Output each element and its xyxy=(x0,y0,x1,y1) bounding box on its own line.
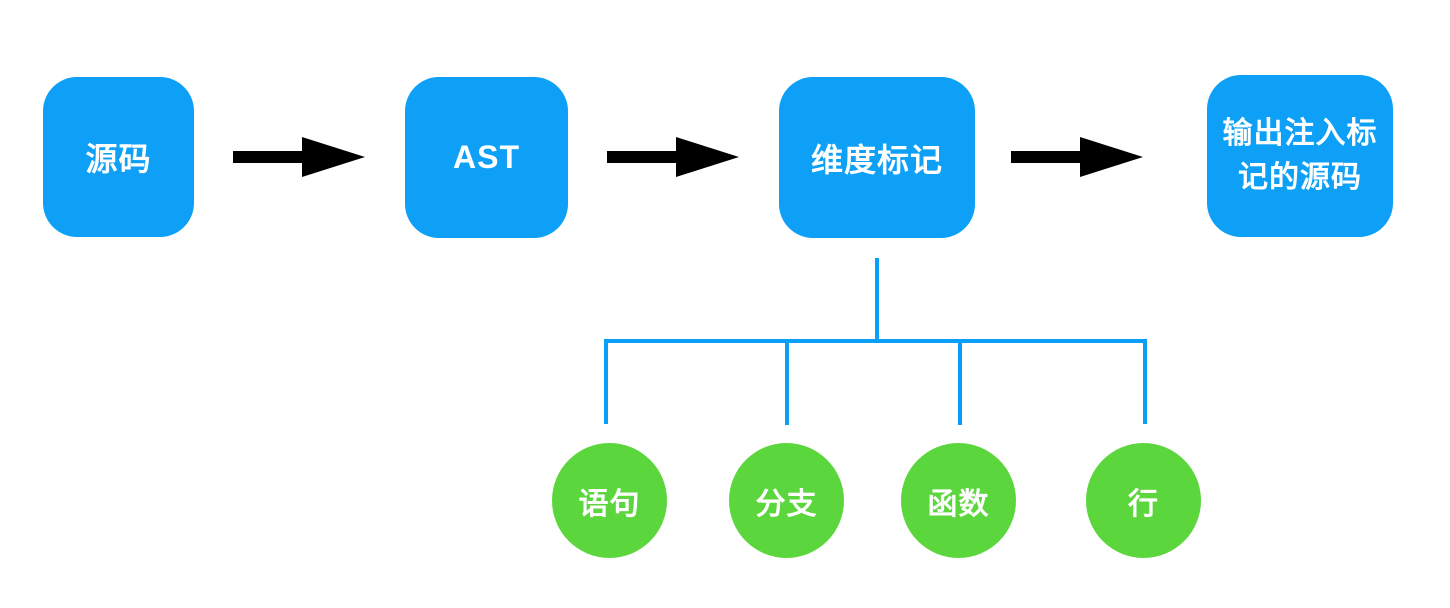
arrow-right-icon xyxy=(1011,137,1143,177)
leaf-node-function: 函数 xyxy=(901,443,1016,558)
tree-connector-stem xyxy=(875,258,879,343)
flow-node-ast: AST xyxy=(405,77,568,238)
tree-connector-drop-4 xyxy=(1143,339,1147,424)
leaf-node-branch: 分支 xyxy=(729,443,844,558)
tree-connector-drop-1 xyxy=(604,339,608,424)
tree-connector-drop-2 xyxy=(785,341,789,425)
tree-connector-bar xyxy=(604,339,1147,343)
leaf-node-statement: 语句 xyxy=(552,443,667,558)
arrow-right-icon xyxy=(607,137,739,177)
flow-node-label: 维度标记 xyxy=(810,141,943,178)
flow-node-label: 源码 xyxy=(85,141,152,177)
tree-connector-drop-3 xyxy=(958,341,962,425)
flow-node-source-code: 源码 xyxy=(43,77,194,237)
leaf-node-label: 函数 xyxy=(927,487,990,521)
flow-node-label: AST xyxy=(453,139,520,175)
flow-node-label: 输出注入标记的源码 xyxy=(1222,117,1378,194)
leaf-node-label: 分支 xyxy=(755,487,818,521)
flow-node-dimension-marking: 维度标记 xyxy=(779,77,975,238)
leaf-node-label: 语句 xyxy=(578,487,641,521)
arrow-right-icon xyxy=(233,137,365,177)
leaf-node-line: 行 xyxy=(1086,443,1201,558)
flow-node-output-source: 输出注入标记的源码 xyxy=(1207,75,1393,237)
leaf-node-label: 行 xyxy=(1128,487,1159,521)
